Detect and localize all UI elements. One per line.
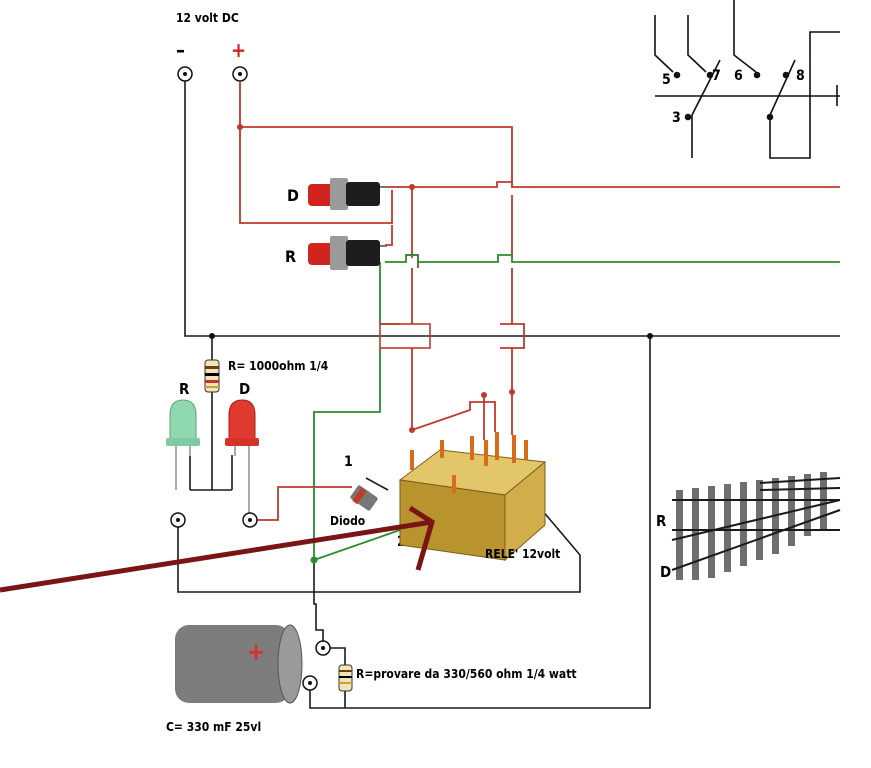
capacitor-terminal-minus: [302, 675, 318, 691]
contact-7: 7: [712, 68, 721, 84]
green-led: [166, 399, 200, 490]
led-terminal-left: [170, 512, 186, 528]
contact-8: 8: [796, 68, 805, 84]
relay: [398, 432, 547, 562]
power-plus-terminal: [232, 66, 248, 82]
contact-6: 6: [734, 68, 743, 84]
push-button-r-label: R: [285, 247, 296, 266]
push-button-d-label: D: [287, 186, 299, 205]
led-resistor: [204, 359, 220, 393]
push-button-r[interactable]: [308, 236, 387, 270]
capacitor-label: C= 330 mF 25vl: [166, 720, 261, 734]
pointer-arrow: [0, 505, 435, 593]
capacitor-resistor: [338, 664, 353, 692]
power-plus-label: +: [231, 38, 246, 62]
power-minus-terminal: [177, 66, 193, 82]
capacitor-resistor-label: R=provare da 330/560 ohm 1/4 watt: [356, 667, 577, 681]
led-d-label: D: [239, 380, 250, 398]
led-terminal-right: [242, 512, 258, 528]
red-led: [225, 399, 259, 515]
capacitor-terminal-plus: [315, 640, 331, 656]
contact-3: 3: [672, 110, 681, 126]
switch-motor-contacts: [654, 0, 840, 159]
capacitor-plus-mark: +: [247, 638, 265, 666]
green-wiring: [313, 254, 840, 561]
junction-dots: [209, 124, 653, 564]
relay-label: RELE' 12volt: [485, 547, 560, 561]
power-title: 12 volt DC: [176, 11, 239, 25]
positive-wiring: [239, 81, 840, 521]
capacitor: [175, 624, 303, 704]
power-minus-label: –: [176, 38, 185, 62]
diode: [350, 485, 378, 511]
track-r-label: R: [656, 512, 667, 530]
track-d-label: D: [660, 563, 671, 581]
track-turnout: [671, 472, 841, 580]
diode-label: Diodo: [330, 514, 365, 528]
led-r-label: R: [179, 380, 190, 398]
contact-5: 5: [662, 72, 671, 88]
negative-wiring: [177, 81, 840, 709]
push-button-d[interactable]: [308, 178, 387, 210]
relay-pin1-label: 1: [344, 454, 353, 470]
led-resistor-label: R= 1000ohm 1/4: [228, 359, 329, 373]
